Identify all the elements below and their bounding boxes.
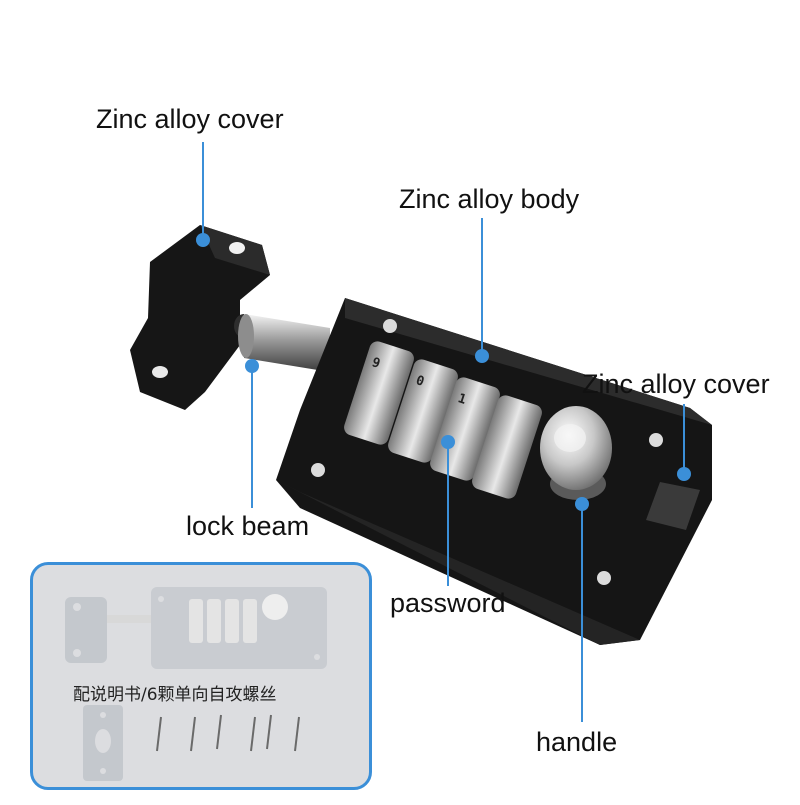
inset-screws xyxy=(156,714,300,752)
handle-knob xyxy=(540,406,612,500)
inset-caption: 配说明书/6颗单向自攻螺丝 xyxy=(73,685,277,705)
callouts xyxy=(196,142,691,722)
label-zinc-alloy-cover-right: Zinc alloy cover xyxy=(582,369,770,399)
zinc-alloy-cover-left xyxy=(130,225,270,410)
dial-4 xyxy=(472,395,542,499)
inset-plate xyxy=(83,705,123,781)
dial-2 xyxy=(388,359,458,463)
inset-beam xyxy=(107,615,153,623)
inset-product-photo xyxy=(65,587,327,781)
label-lock-beam: lock beam xyxy=(186,511,310,541)
label-zinc-alloy-cover-left: Zinc alloy cover xyxy=(96,104,284,134)
inset-panel: 配说明书/6颗单向自攻螺丝 xyxy=(30,562,372,790)
inset-lock-body xyxy=(151,587,327,669)
lock-beam xyxy=(238,314,330,372)
inset-keeper xyxy=(65,597,107,663)
dial-1 xyxy=(344,341,414,445)
label-zinc-alloy-body: Zinc alloy body xyxy=(399,184,580,214)
label-handle: handle xyxy=(536,727,618,757)
label-password: password xyxy=(390,588,506,618)
